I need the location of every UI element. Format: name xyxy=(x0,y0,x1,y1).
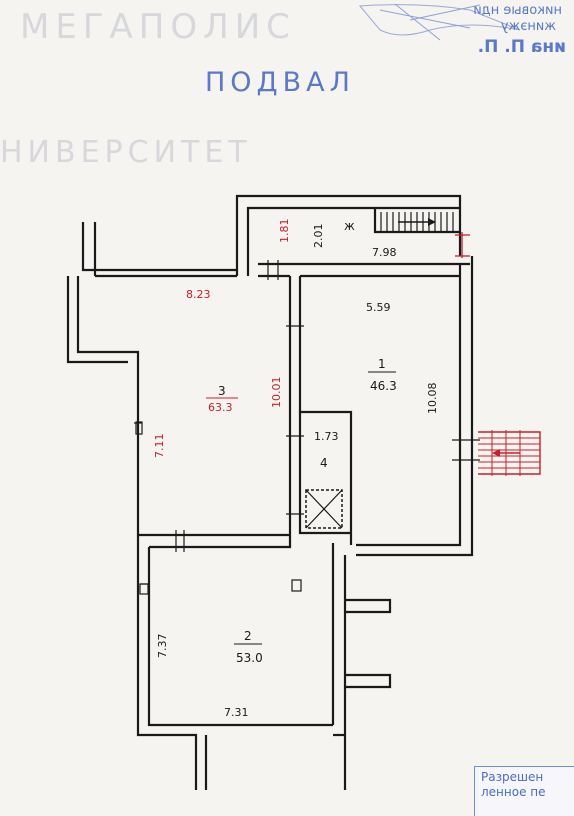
plan-title: ПОДВАЛ xyxy=(205,67,355,98)
corridor-mark: ж xyxy=(344,219,355,233)
red-marks xyxy=(455,232,470,258)
stamp: никовые нди жинэжу ина П. П. xyxy=(358,3,566,57)
dim-room4-width: 1.73 xyxy=(314,430,339,443)
watermark-top: МЕГАПОЛИС xyxy=(20,7,296,47)
walls xyxy=(66,194,474,790)
dim-room1-height: 10.08 xyxy=(426,383,439,415)
room1-number: 1 xyxy=(378,357,386,371)
stamp-line-2: жинэжу xyxy=(500,19,556,34)
stairs-top xyxy=(374,212,454,232)
room4-number: 4 xyxy=(320,456,328,470)
room2-area: 53.0 xyxy=(236,651,263,665)
dim-room1-width: 5.59 xyxy=(366,301,391,314)
room1-area: 46.3 xyxy=(370,379,397,393)
dim-room3-width: 8.23 xyxy=(186,288,211,301)
dim-room2-height: 7.37 xyxy=(156,634,169,659)
permission-note: Разрешен ленное пе xyxy=(474,766,574,816)
room2-number: 2 xyxy=(244,629,252,643)
vent-shaft xyxy=(305,489,343,529)
room3-area: 63.3 xyxy=(208,401,233,414)
stamp-line-1: никовые нди xyxy=(473,3,562,18)
permission-note-line-1: Разрешен xyxy=(481,770,544,784)
dim-room3-left: 7.11 xyxy=(153,434,166,459)
room3-number: 3 xyxy=(218,384,226,398)
dim-room3-height: 10.01 xyxy=(270,377,283,409)
dim-top-corridor-width: 7.98 xyxy=(372,246,397,259)
dim-room2-width: 7.31 xyxy=(224,706,249,719)
dim-top-corridor-height: 2.01 xyxy=(312,224,325,249)
dim-top-corridor-red: 1.81 xyxy=(278,219,291,244)
watermark-middle: НИВЕРСИТЕТ xyxy=(0,135,252,170)
stamp-line-3: ина П. П. xyxy=(478,37,566,57)
permission-note-line-2: ленное пе xyxy=(481,785,546,799)
door-marks xyxy=(134,260,480,595)
stairs-right xyxy=(478,430,541,476)
